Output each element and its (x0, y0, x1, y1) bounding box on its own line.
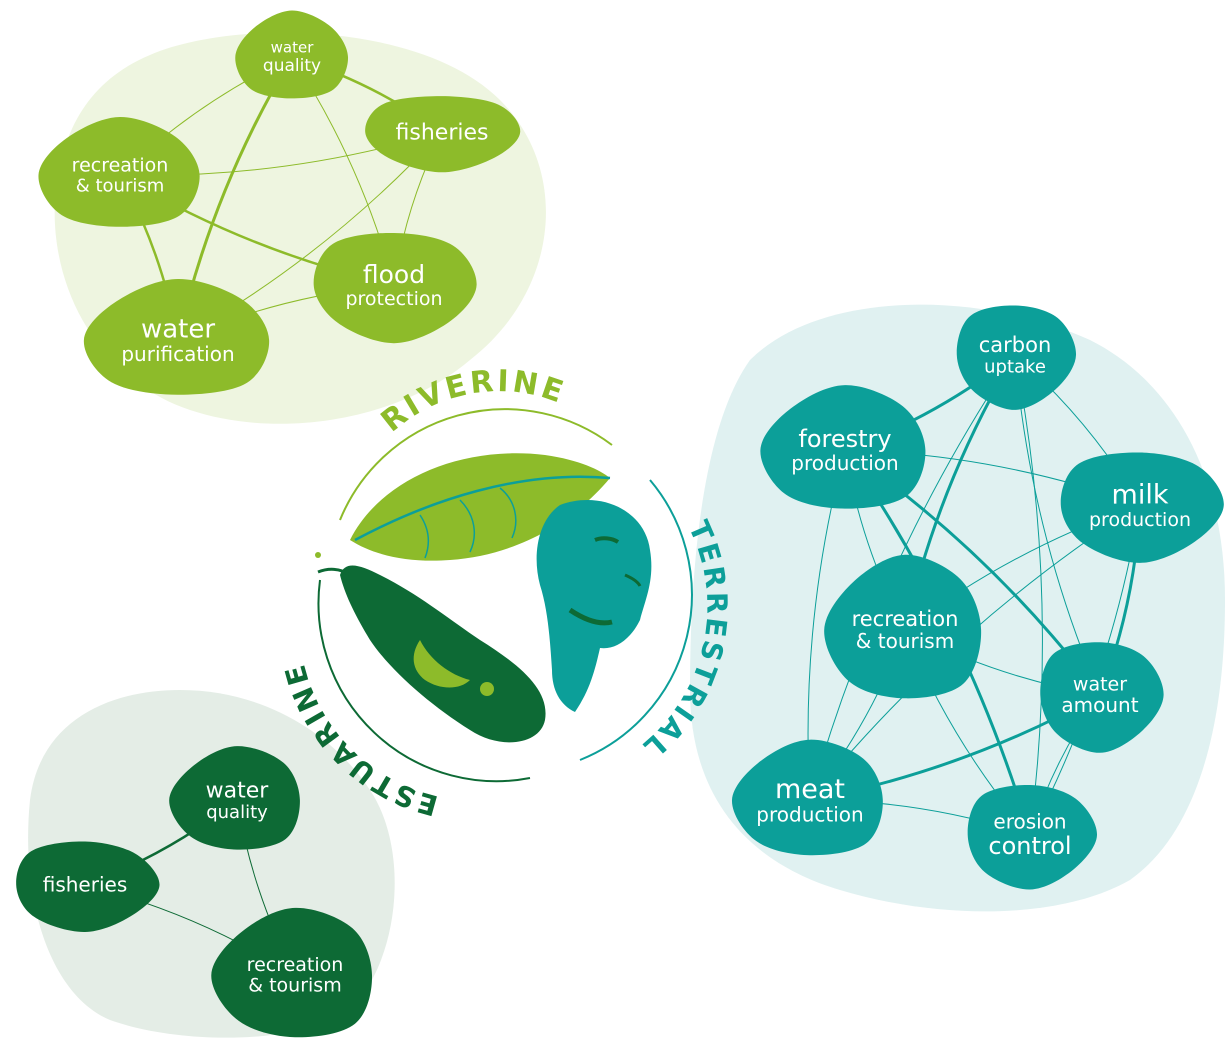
node-blob (824, 554, 982, 699)
node-label-line: & tourism (76, 175, 165, 196)
node-blob (16, 841, 160, 933)
node-blob (1060, 452, 1224, 563)
node-blob (235, 10, 349, 99)
human-head-icon (536, 500, 652, 712)
node-blob (956, 305, 1077, 410)
terrestrial-nodes: carbonuptakeforestryproductionmilkproduc… (731, 305, 1224, 890)
node-label-line: fisheries (396, 120, 489, 145)
node-label-line: & tourism (856, 629, 954, 653)
riverine-node-recreation: recreation& tourism (38, 116, 200, 227)
node-label-line: recreation (247, 954, 344, 976)
node-label-line: water (141, 315, 215, 345)
node-label-line: recreation (852, 607, 959, 631)
node-label-line: recreation (72, 154, 169, 176)
riverine-ring-arc (339, 408, 613, 521)
terrestrial-edge-carbon-erosion (1014, 354, 1043, 836)
node-blob (169, 746, 300, 850)
node-blob (313, 232, 477, 344)
riverine-node-fisheries: fisheries (365, 96, 521, 173)
node-label-line: amount (1061, 693, 1138, 717)
node-label-line: quality (263, 56, 321, 76)
node-label-line: flood (363, 260, 425, 289)
estuarine-node-recreation: recreation& tourism (211, 907, 373, 1038)
node-blob (365, 96, 521, 173)
estuarine-ring-arc (317, 579, 531, 783)
node-label-line: meat (775, 774, 845, 805)
central-emblem: RIVERINE TERRESTRIAL ESTUARINE (278, 364, 731, 822)
node-label-line: carbon (979, 333, 1052, 357)
terrestrial-node-recreation: recreation& tourism (824, 554, 982, 699)
node-label-line: fisheries (43, 873, 128, 897)
node-label-line: erosion (993, 809, 1066, 833)
node-blob (967, 784, 1098, 890)
node-blob (1040, 642, 1164, 753)
node-label-line: water (206, 778, 270, 803)
fish-icon (315, 552, 546, 743)
node-label-line: protection (345, 288, 442, 310)
node-label-line: production (791, 451, 898, 475)
node-label-line: water (271, 39, 315, 57)
node-blob (760, 385, 926, 509)
terrestrial-ring-arc (579, 479, 693, 761)
node-label-line: milk (1112, 480, 1169, 511)
node-label-line: forestry (798, 425, 891, 453)
node-label-line: quality (206, 802, 268, 823)
node-blob (211, 907, 373, 1038)
node-label-line: uptake (984, 357, 1046, 378)
node-label-line: production (756, 803, 863, 827)
estuarine-node-fisheries: fisheries (16, 841, 160, 933)
node-label-line: production (1089, 509, 1191, 531)
node-label-line: purification (121, 342, 234, 366)
node-label-line: water (1073, 673, 1127, 695)
node-label-line: control (988, 832, 1071, 860)
node-label-line: & tourism (248, 975, 341, 997)
node-blob (731, 739, 883, 856)
leaf-icon (350, 453, 611, 561)
node-blob (38, 116, 200, 227)
node-blob (83, 278, 270, 395)
